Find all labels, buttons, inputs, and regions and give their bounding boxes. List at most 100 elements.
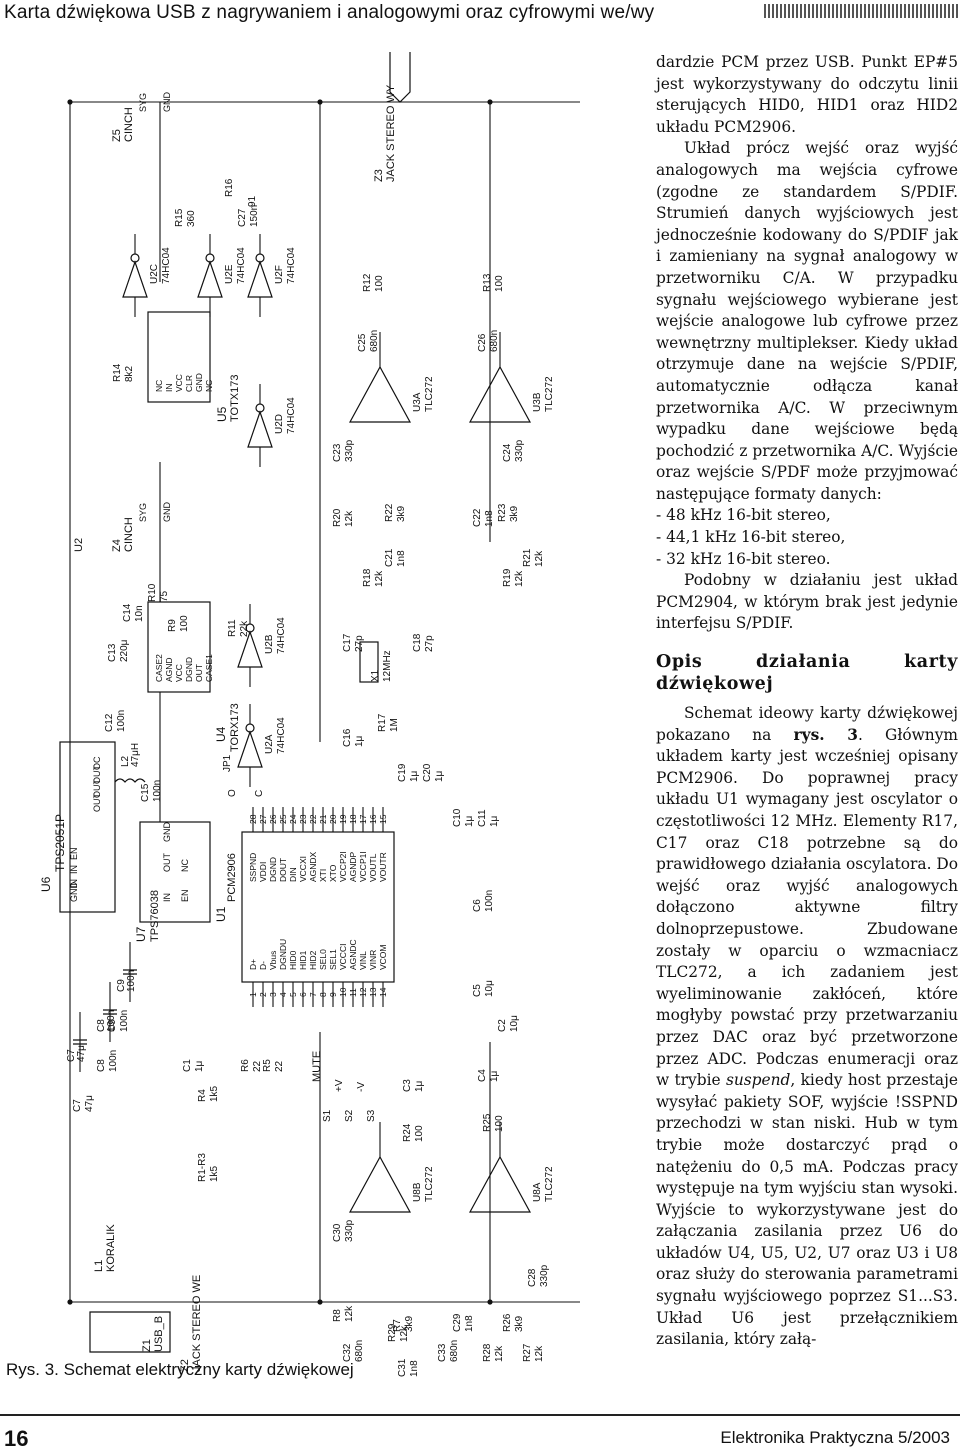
schematic-label-group: 8k2: [124, 365, 135, 382]
schematic-label: OUT: [92, 765, 102, 785]
schematic-label-group: 1μ: [414, 1080, 425, 1092]
schematic-label-group: 4: [278, 992, 288, 997]
schematic-label-group: 1: [248, 992, 258, 997]
schematic-label-group: 5: [288, 992, 298, 997]
section-heading: Opis działania karty dźwiękowej: [656, 652, 958, 695]
schematic-label-group: 8: [318, 992, 328, 997]
component-value-label: 100: [494, 275, 505, 292]
component-ref-label: C33: [437, 1343, 448, 1362]
schematic-label-group: 10μ: [509, 1015, 520, 1032]
schematic-label-group: VCC: [174, 374, 184, 392]
component-ref-label: C25: [357, 333, 368, 352]
article-column: dardzie PCM przez USB. Punkt EP#5 jest w…: [656, 52, 958, 1351]
header-decorative-rule: [764, 4, 960, 18]
schematic-label-group: TLC272: [544, 1166, 555, 1202]
usb-connector: [89, 1311, 171, 1353]
schematic-label-group: C22: [472, 508, 483, 527]
schematic-label-group: 20: [328, 814, 338, 824]
schematic-label-group: NC: [180, 859, 190, 872]
component-value-label: 10μ: [484, 980, 495, 997]
component-value-label: 3k9: [509, 505, 520, 522]
schematic-label-group: R26: [502, 1313, 513, 1332]
component-ref-label: R23: [497, 503, 508, 522]
junction-dot: [67, 1299, 73, 1305]
component-value-label: 12k: [344, 1305, 355, 1322]
schematic-label-group: XTI: [318, 869, 328, 882]
component-value-label: 1n8: [484, 510, 495, 527]
schematic-label: 23: [298, 814, 308, 824]
component-ref-label: R5: [262, 1059, 273, 1072]
component-ref-label: C23: [332, 443, 343, 462]
schematic-label-group: 12k: [534, 1345, 545, 1362]
schematic-label: L2: [120, 755, 131, 767]
schematic-label-group: 16: [368, 814, 378, 824]
schematic-label: 47μH: [130, 743, 141, 767]
schematic-label-group: TORX173: [229, 703, 241, 752]
component-value-label: 12k: [514, 570, 525, 587]
component-ref-label: R18: [362, 568, 373, 587]
schematic-label: AGNDP: [348, 851, 358, 882]
footer-rule: [0, 1414, 960, 1416]
schematic-label-group: C25: [357, 333, 368, 352]
schematic-label-group: C9: [116, 979, 127, 992]
schematic-label: 47μ: [76, 1045, 87, 1062]
schematic-label: Z2: [179, 1359, 191, 1372]
schematic-label: 15: [378, 814, 388, 824]
schematic-label: OUT: [194, 664, 204, 682]
inverter-gate: [247, 253, 273, 298]
schematic-label-group: 100: [414, 1125, 425, 1142]
schematic-label-group: SEL1: [328, 949, 338, 970]
schematic-label-group: U6: [39, 876, 53, 892]
schematic-label-group: C10: [452, 808, 463, 827]
component-ref-label: R12: [362, 273, 373, 292]
schematic-label: S3: [366, 1109, 377, 1122]
component-ref-label: R22: [384, 503, 395, 522]
schematic-label-group: 24: [288, 814, 298, 824]
schematic-label: U2: [73, 538, 85, 552]
component-ref-label: C21: [384, 548, 395, 567]
schematic-label-group: CASE2: [154, 654, 164, 682]
schematic-label-group: CLR: [184, 375, 194, 392]
schematic-label: U2C: [149, 264, 160, 284]
component-ref-label: R11: [227, 619, 238, 637]
page-header-title: Karta dźwiękowa USB z nagrywaniem i anal…: [4, 2, 655, 23]
schematic-label: EN: [69, 847, 79, 860]
junction-dot: [317, 99, 323, 105]
schematic-label-group: GND: [194, 373, 204, 392]
format-item: - 44,1 kHz 16-bit stereo,: [656, 528, 846, 547]
schematic-label: U6: [39, 876, 53, 892]
schematic-label-group: R1-R3: [197, 1153, 208, 1182]
schematic-label: NC: [180, 859, 190, 872]
schematic-label: SEL0: [318, 949, 328, 970]
schematic-label-group: 3: [268, 992, 278, 997]
schematic-label-group: OUT: [194, 664, 204, 682]
schematic-label: 17: [358, 814, 368, 824]
schematic-label-group: C32: [342, 1343, 353, 1362]
schematic-label: PCM2906: [226, 853, 238, 902]
component-value-label: 10μ: [509, 1015, 520, 1032]
schematic-label: VDDI: [258, 862, 268, 882]
schematic-label-group: C24: [502, 443, 513, 462]
schematic-label-group: 1k5: [209, 1085, 220, 1102]
schematic-label-group: 330p: [539, 1264, 550, 1287]
schematic-label-group: 22: [308, 814, 318, 824]
schematic-label: 7: [308, 992, 318, 997]
schematic-label: 74HC04: [161, 247, 172, 284]
schematic-label-group: C14: [122, 603, 133, 622]
schematic-label-group: 12: [358, 987, 368, 997]
schematic-label-group: R13: [482, 273, 493, 292]
schematic-label-group: -V: [356, 1082, 367, 1092]
component-value-label: 100: [414, 1125, 425, 1142]
schematic-label-group: 1M: [389, 718, 400, 732]
component-ref-label: C5: [472, 984, 483, 997]
schematic-label-group: IN: [162, 893, 172, 902]
schematic-label-group: DGNDU: [278, 939, 288, 970]
inverter-gate: [237, 623, 263, 668]
schematic-label-group: 3k9: [514, 1315, 525, 1332]
schematic-label-group: R12: [362, 273, 373, 292]
component-value-label: 100n: [484, 890, 495, 912]
component-value-label: 1μ: [194, 1060, 205, 1072]
page-number: 16: [4, 1426, 29, 1451]
schematic-label: 18: [348, 814, 358, 824]
schematic-label-group: C29: [452, 1313, 463, 1332]
